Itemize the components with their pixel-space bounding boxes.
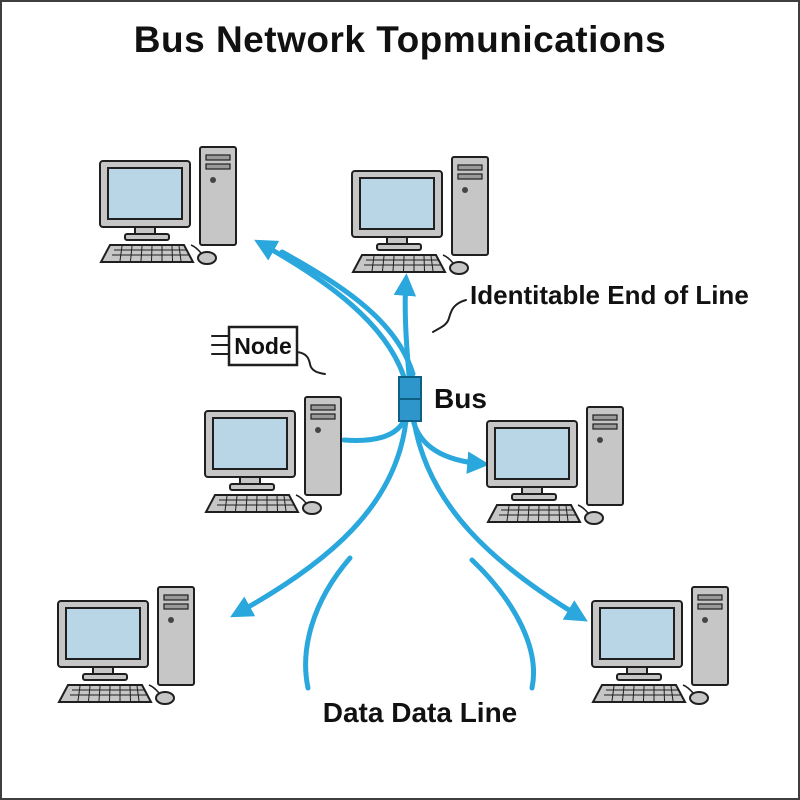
node-label: Node — [234, 333, 292, 359]
node-connector-squiggle — [296, 351, 326, 375]
bus-line-to-bottom-right — [411, 418, 588, 622]
computer-top-left — [99, 146, 237, 265]
end-of-line-label: Identitable End of Line — [470, 280, 749, 310]
bus-line-to-bottom-left — [230, 418, 409, 618]
bus-label: Bus — [434, 383, 487, 414]
node-callout-box — [227, 325, 299, 367]
data-line-pointer-right — [469, 557, 536, 691]
computer-bottom-left — [57, 586, 195, 705]
end-of-line-connector-squiggle — [432, 299, 467, 333]
diagram-title: Bus Network Topmunications — [134, 19, 666, 60]
bus-line-to-top-left — [254, 239, 407, 380]
data-line-label: Data Data Line — [323, 697, 518, 728]
data-line-pointer-left — [303, 555, 353, 691]
computer-mid-right — [486, 406, 624, 525]
computer-mid-left — [204, 396, 342, 515]
computer-bottom-right — [591, 586, 729, 705]
bus-line-parallel-top-left — [279, 249, 416, 377]
computer-top-center — [351, 156, 489, 275]
bus-line-from-mid-left — [341, 421, 405, 443]
